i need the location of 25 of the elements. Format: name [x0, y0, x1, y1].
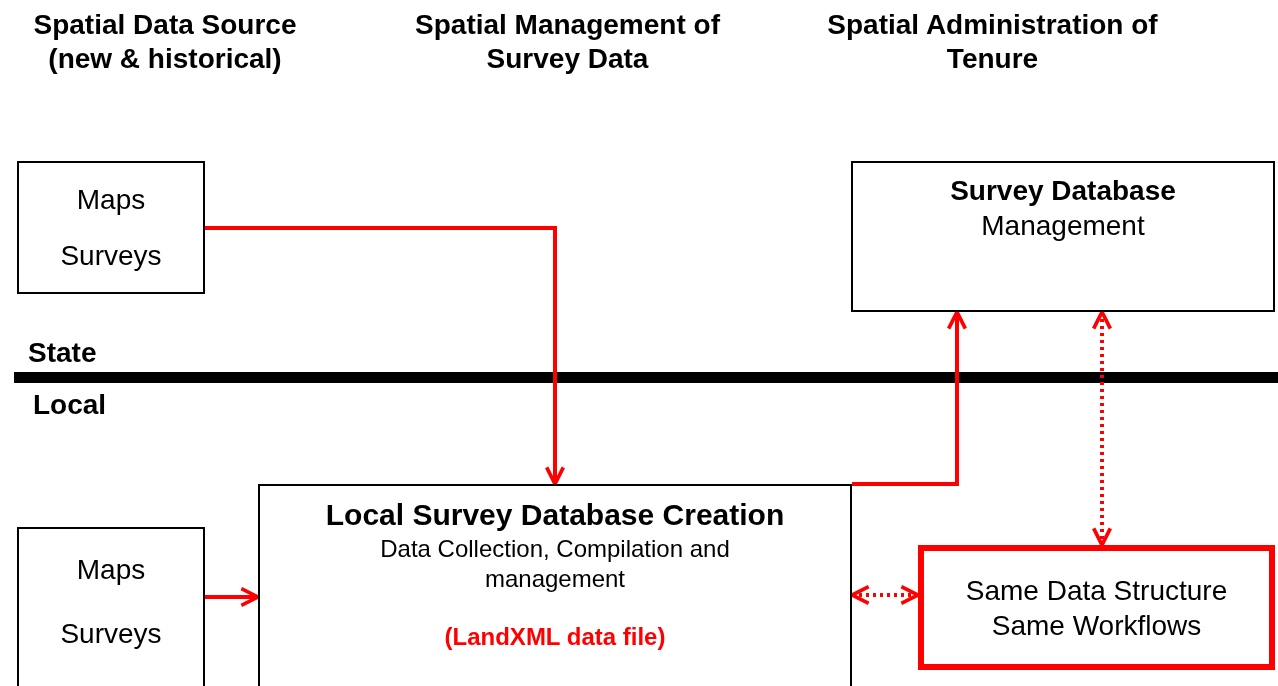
node-text: Surveys: [60, 616, 162, 651]
arrow: [1091, 310, 1113, 547]
process-box: [851, 161, 1275, 312]
zone-label: State: [28, 336, 98, 370]
node-text: Management: [981, 209, 1145, 243]
node-text: Surveys: [60, 239, 162, 274]
column-heading: Spatial Administration of Tenure: [826, 8, 1159, 76]
note-text: (LandXML data file): [444, 621, 666, 652]
arrow: [852, 310, 968, 486]
process-box: [17, 527, 205, 686]
heading: Local Survey Database Creation: [325, 497, 785, 533]
zone-label: Local: [33, 388, 108, 422]
node-text: Same Workflows: [991, 608, 1202, 643]
arrow: [205, 586, 260, 608]
arrow: [205, 226, 566, 486]
node-text: Same Data Structure: [965, 573, 1228, 608]
node-text: Maps: [76, 552, 146, 587]
heading: Survey Database: [950, 174, 1176, 208]
process-box: [17, 161, 205, 294]
process-box: [258, 484, 852, 686]
node-text: Data Collection, Compilation and management: [379, 533, 731, 594]
node-text: Maps: [76, 182, 146, 217]
column-heading: Spatial Data Source (new & historical): [32, 8, 298, 76]
column-heading: Spatial Management of Survey Data: [414, 8, 721, 76]
process-box: [918, 545, 1275, 670]
